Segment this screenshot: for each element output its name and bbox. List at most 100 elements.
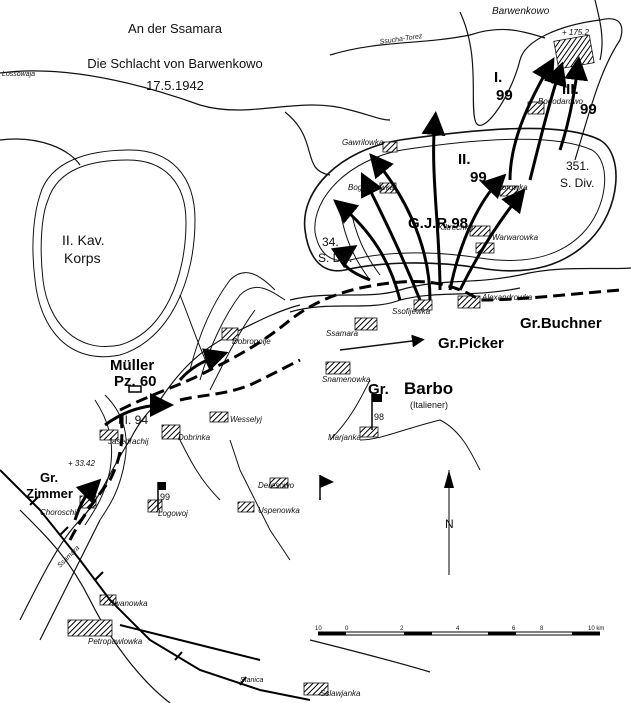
railway-line (0, 469, 311, 701)
road-dobrinka (179, 439, 221, 501)
label-barbo: Barbo (404, 379, 453, 398)
label-hill-334: + 33.42 (68, 459, 95, 468)
label-alexandrowka: Alexandrowka (481, 293, 533, 302)
label-marjanka: Marjanka (328, 433, 361, 442)
arrow-zimmer (73, 478, 102, 521)
label-gr-buchner: Gr.Buchner (520, 315, 602, 332)
arrow-west (104, 393, 174, 427)
label-dobropolje: Dobropolje (232, 337, 271, 346)
river-far-ne (594, 0, 603, 61)
label-i-99: I. (494, 69, 502, 86)
arrow-n1 (360, 171, 422, 301)
terrain-hatching (84, 204, 381, 526)
town-symbol-samara (354, 317, 378, 331)
label-kav-korps-2: Korps (64, 250, 101, 266)
label-bogdanowka: Bogdanowka (348, 183, 395, 192)
label-logowoj: Logowoj (158, 509, 188, 518)
label-i-99-num: 99 (496, 87, 513, 104)
arrow-nw (333, 199, 402, 301)
front-line-main (119, 280, 621, 412)
road-barbo (359, 419, 481, 471)
kav-korps-outline (32, 149, 196, 358)
label-jasedrachij: Jasedrachij (107, 437, 149, 446)
label-hill-175: + 175.2 (562, 28, 589, 37)
front-line-mid (179, 358, 301, 402)
tank-symbol (128, 385, 142, 393)
town-symbol-jasedrachij (99, 429, 119, 441)
town-symbol-uspenowka (237, 501, 255, 513)
label-div-34: 34. (322, 235, 339, 249)
label-iii-94: III. 94 (118, 413, 148, 427)
label-iii-99: III. (562, 81, 579, 98)
label-iwanowka: Iwanowka (112, 599, 148, 608)
label-gr-zimmer-1: Gr. (40, 470, 58, 485)
arrow-barwenkowo-1 (508, 57, 555, 181)
town-symbol-alexandrowka (457, 295, 481, 309)
samara-river-mid (159, 304, 301, 401)
stream-south (19, 509, 171, 703)
label-gawrilowka: Gawrilowka (342, 138, 384, 147)
label-iii-99-num: 99 (580, 101, 597, 118)
label-choroschij: Choroschij (40, 508, 78, 517)
unit-labels: II. Kav. Korps 351. S. Div. 34. S. Div. … (26, 69, 602, 502)
scale-label-3: 4 (456, 626, 460, 632)
samara-river-lower-2 (39, 519, 101, 641)
label-pz60: Pz. 60 (114, 373, 157, 390)
town-symbol-barwenkowo (553, 34, 595, 70)
label-warwarowka: Warwarowka (492, 233, 539, 242)
arrow-barwenkowo-3 (558, 56, 589, 151)
road-marjanka (329, 379, 371, 441)
title-line-2: Die Schlacht von Barwenkowo (87, 56, 263, 71)
town-labels: Barwenkowo + 175.2 Bogodarowo Fedorowka … (2, 6, 589, 698)
railway (0, 469, 311, 701)
label-italiener: (Italiener) (410, 400, 448, 410)
label-ssucha-torez: Ssucha-Torez (379, 33, 423, 46)
arrow-barwenkowo-2 (528, 61, 567, 181)
town-symbol-deresowo (269, 477, 289, 489)
scale-bar: 10 0 2 4 6 8 10 km (315, 626, 604, 636)
scale-label-2: 2 (400, 626, 404, 632)
front-line-west (68, 409, 124, 541)
railway-branch (119, 624, 261, 661)
label-barwenkowo: Barwenkowo (492, 6, 550, 17)
label-kav-korps: II. Kav. (62, 232, 105, 248)
label-ssofijewka: Ssofijewka (392, 307, 431, 316)
arrow-n3 (421, 111, 446, 291)
scale-label-5: 8 (540, 626, 544, 632)
town-symbol-dobrinka (161, 424, 181, 440)
unit-areas (32, 127, 617, 358)
label-petropawlowka: Petropawlowka (88, 637, 143, 646)
title-line-3: 17.5.1942 (146, 78, 204, 93)
label-gjr98: G.J.R.98 (408, 215, 468, 232)
label-bogodarowo: Bogodarowo (538, 97, 583, 106)
label-regt-98: 98 (374, 412, 384, 422)
stream-west (0, 138, 81, 166)
army-area-outline (303, 127, 617, 272)
label-fedorowka: Fedorowka (488, 183, 528, 192)
town-symbol-gawrilowka (382, 141, 398, 153)
town-symbol-wesselyj (209, 411, 229, 423)
town-symbol-petropawlowka (67, 619, 113, 637)
label-deresowo: Deresowo (258, 481, 295, 490)
label-wesselyj: Wesselyj (230, 415, 262, 424)
label-regt-99: 99 (160, 492, 170, 502)
scale-label-1: 0 (345, 626, 349, 632)
map-title: An der Ssamara Die Schlacht von Barwenko… (87, 21, 263, 93)
scale-label-0: 10 (315, 626, 322, 632)
town-symbol-dobropolje (221, 327, 239, 341)
label-div-351: 351. (566, 159, 589, 173)
label-uspenowka: Uspenowka (258, 506, 300, 515)
label-dobrinka: Dobrinka (178, 433, 211, 442)
arrow-ne2 (458, 187, 526, 291)
arrow-n2 (369, 153, 432, 301)
label-kiltrechka: Kiltrechka (438, 223, 474, 232)
unit-flags (128, 385, 382, 510)
arrow-muller (178, 348, 229, 381)
label-sslawjanka: Sslawjanka (320, 689, 361, 698)
label-gr-zimmer-2: Zimmer (26, 486, 73, 501)
label-lossowaja: Lossowaja (2, 71, 35, 78)
town-symbol-marjanka (359, 426, 379, 438)
town-symbol-iwanowka (99, 594, 117, 606)
label-gr-picker: Gr.Picker (438, 335, 504, 352)
town-symbol-kiltrechka (469, 225, 491, 237)
